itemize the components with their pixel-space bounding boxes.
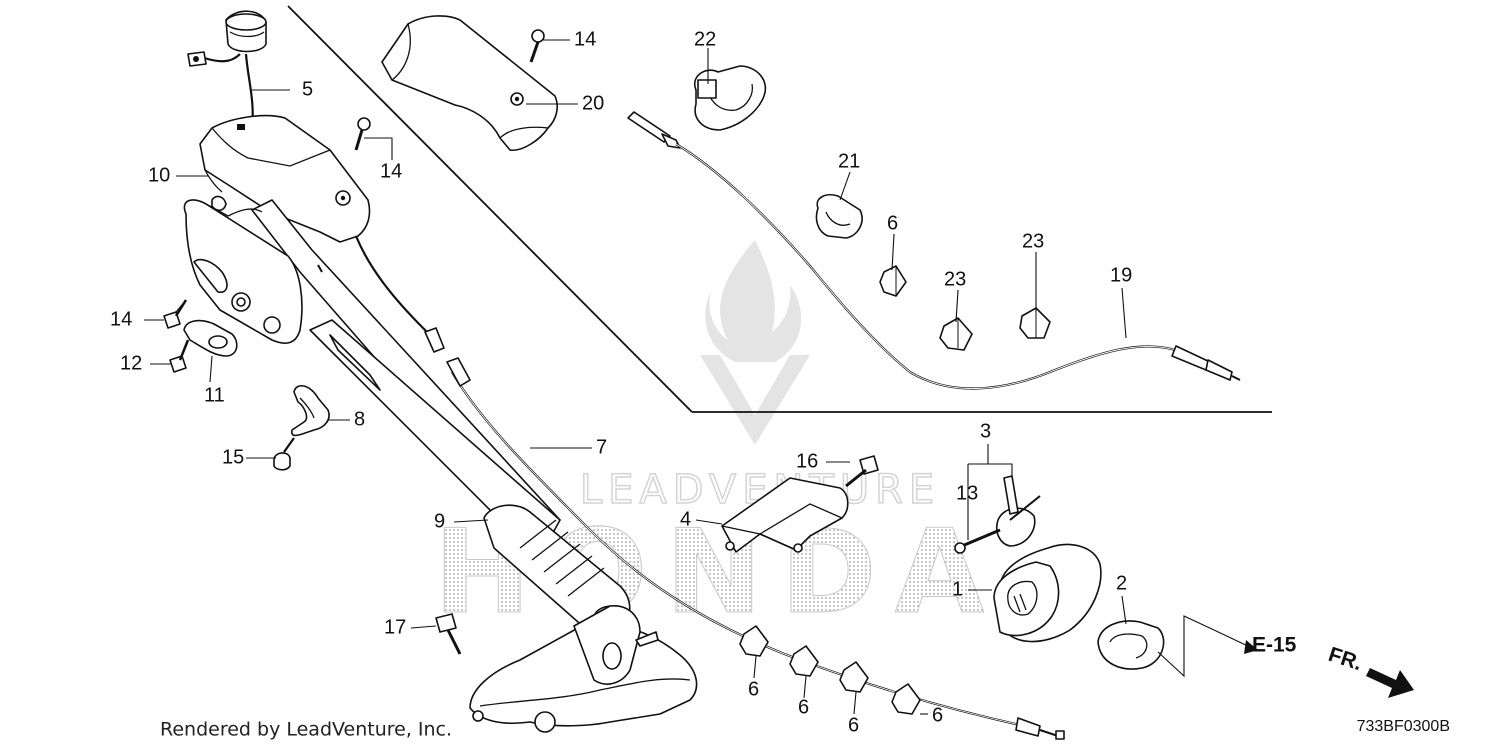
callout-8: 8 <box>354 408 365 430</box>
callout-21: 21 <box>838 150 860 172</box>
clip-21 <box>815 193 863 239</box>
screw-14-mid <box>354 117 371 151</box>
clip-6-lower-2 <box>789 645 819 677</box>
bolt-14-left <box>163 299 188 329</box>
bracket-4 <box>721 477 849 553</box>
callout-3: 3 <box>980 420 991 442</box>
clip-6-upper <box>879 265 907 297</box>
reference-page-label: E-15 <box>1252 634 1297 657</box>
callout-11: 11 <box>204 384 225 406</box>
callout-12: 12 <box>120 352 142 374</box>
leadventure-logo-icon <box>700 240 810 445</box>
callout-17: 17 <box>384 616 406 638</box>
clip-6-lower-4 <box>891 683 921 715</box>
cable-19 <box>627 111 1241 390</box>
footer-credit: Rendered by LeadVenture, Inc. <box>160 719 452 741</box>
screw-15 <box>273 437 295 471</box>
leader-lines <box>144 39 1258 715</box>
callout-4: 4 <box>680 508 691 530</box>
front-label: FR. <box>1326 643 1365 675</box>
front-arrow-icon <box>1366 668 1414 698</box>
callouts: 5 14 20 14 10 22 21 6 23 23 19 14 12 11 … <box>110 28 1132 736</box>
callout-23-right: 23 <box>1022 230 1044 252</box>
engine-mount <box>469 605 698 733</box>
bolt-17 <box>435 613 462 655</box>
callout-6-upper: 6 <box>887 212 898 234</box>
band-2 <box>1097 620 1165 670</box>
shaft-cover <box>381 15 558 151</box>
clip-23-left <box>939 317 973 351</box>
clamp-bolt <box>954 475 1041 554</box>
boundary-lines <box>287 5 1272 413</box>
callout-1: 1 <box>952 578 963 600</box>
bolt-16 <box>845 455 879 488</box>
callout-6-lower-3: 6 <box>848 714 859 736</box>
callout-22: 22 <box>694 28 716 50</box>
callout-5: 5 <box>302 78 313 100</box>
callout-10: 10 <box>148 164 170 186</box>
callout-2: 2 <box>1116 572 1127 594</box>
diagram-code: 733BF0300B <box>1357 718 1450 735</box>
callout-9: 9 <box>434 510 445 532</box>
callout-7: 7 <box>596 436 607 458</box>
connector <box>187 10 267 131</box>
callout-19: 19 <box>1110 264 1132 286</box>
bolt-12 <box>169 339 190 373</box>
callout-6-lower-1: 6 <box>748 678 759 700</box>
screw-14-top <box>529 29 545 63</box>
clamp-22 <box>693 65 767 131</box>
watermark: HONDA LEADVENTURE <box>433 240 985 641</box>
clamp <box>183 319 238 357</box>
clip-23-right <box>1019 307 1051 339</box>
callout-6-lower-4: 6 <box>932 704 943 726</box>
clip-6-lower-3 <box>839 661 869 693</box>
cable-guide <box>291 385 330 437</box>
callout-16: 16 <box>796 450 818 472</box>
callout-23-left: 23 <box>944 268 966 290</box>
callout-20: 20 <box>582 92 604 114</box>
callout-13: 13 <box>956 482 978 504</box>
intake-boot <box>993 543 1102 643</box>
callout-14-mid: 14 <box>380 160 402 182</box>
callout-14-left: 14 <box>110 308 132 330</box>
handle-bracket <box>183 195 303 344</box>
clip-6-lower-1 <box>739 625 769 657</box>
switch-housing <box>199 114 371 243</box>
callout-6-lower-2: 6 <box>798 696 809 718</box>
callout-14-top: 14 <box>574 28 596 50</box>
callout-15: 15 <box>222 446 244 468</box>
